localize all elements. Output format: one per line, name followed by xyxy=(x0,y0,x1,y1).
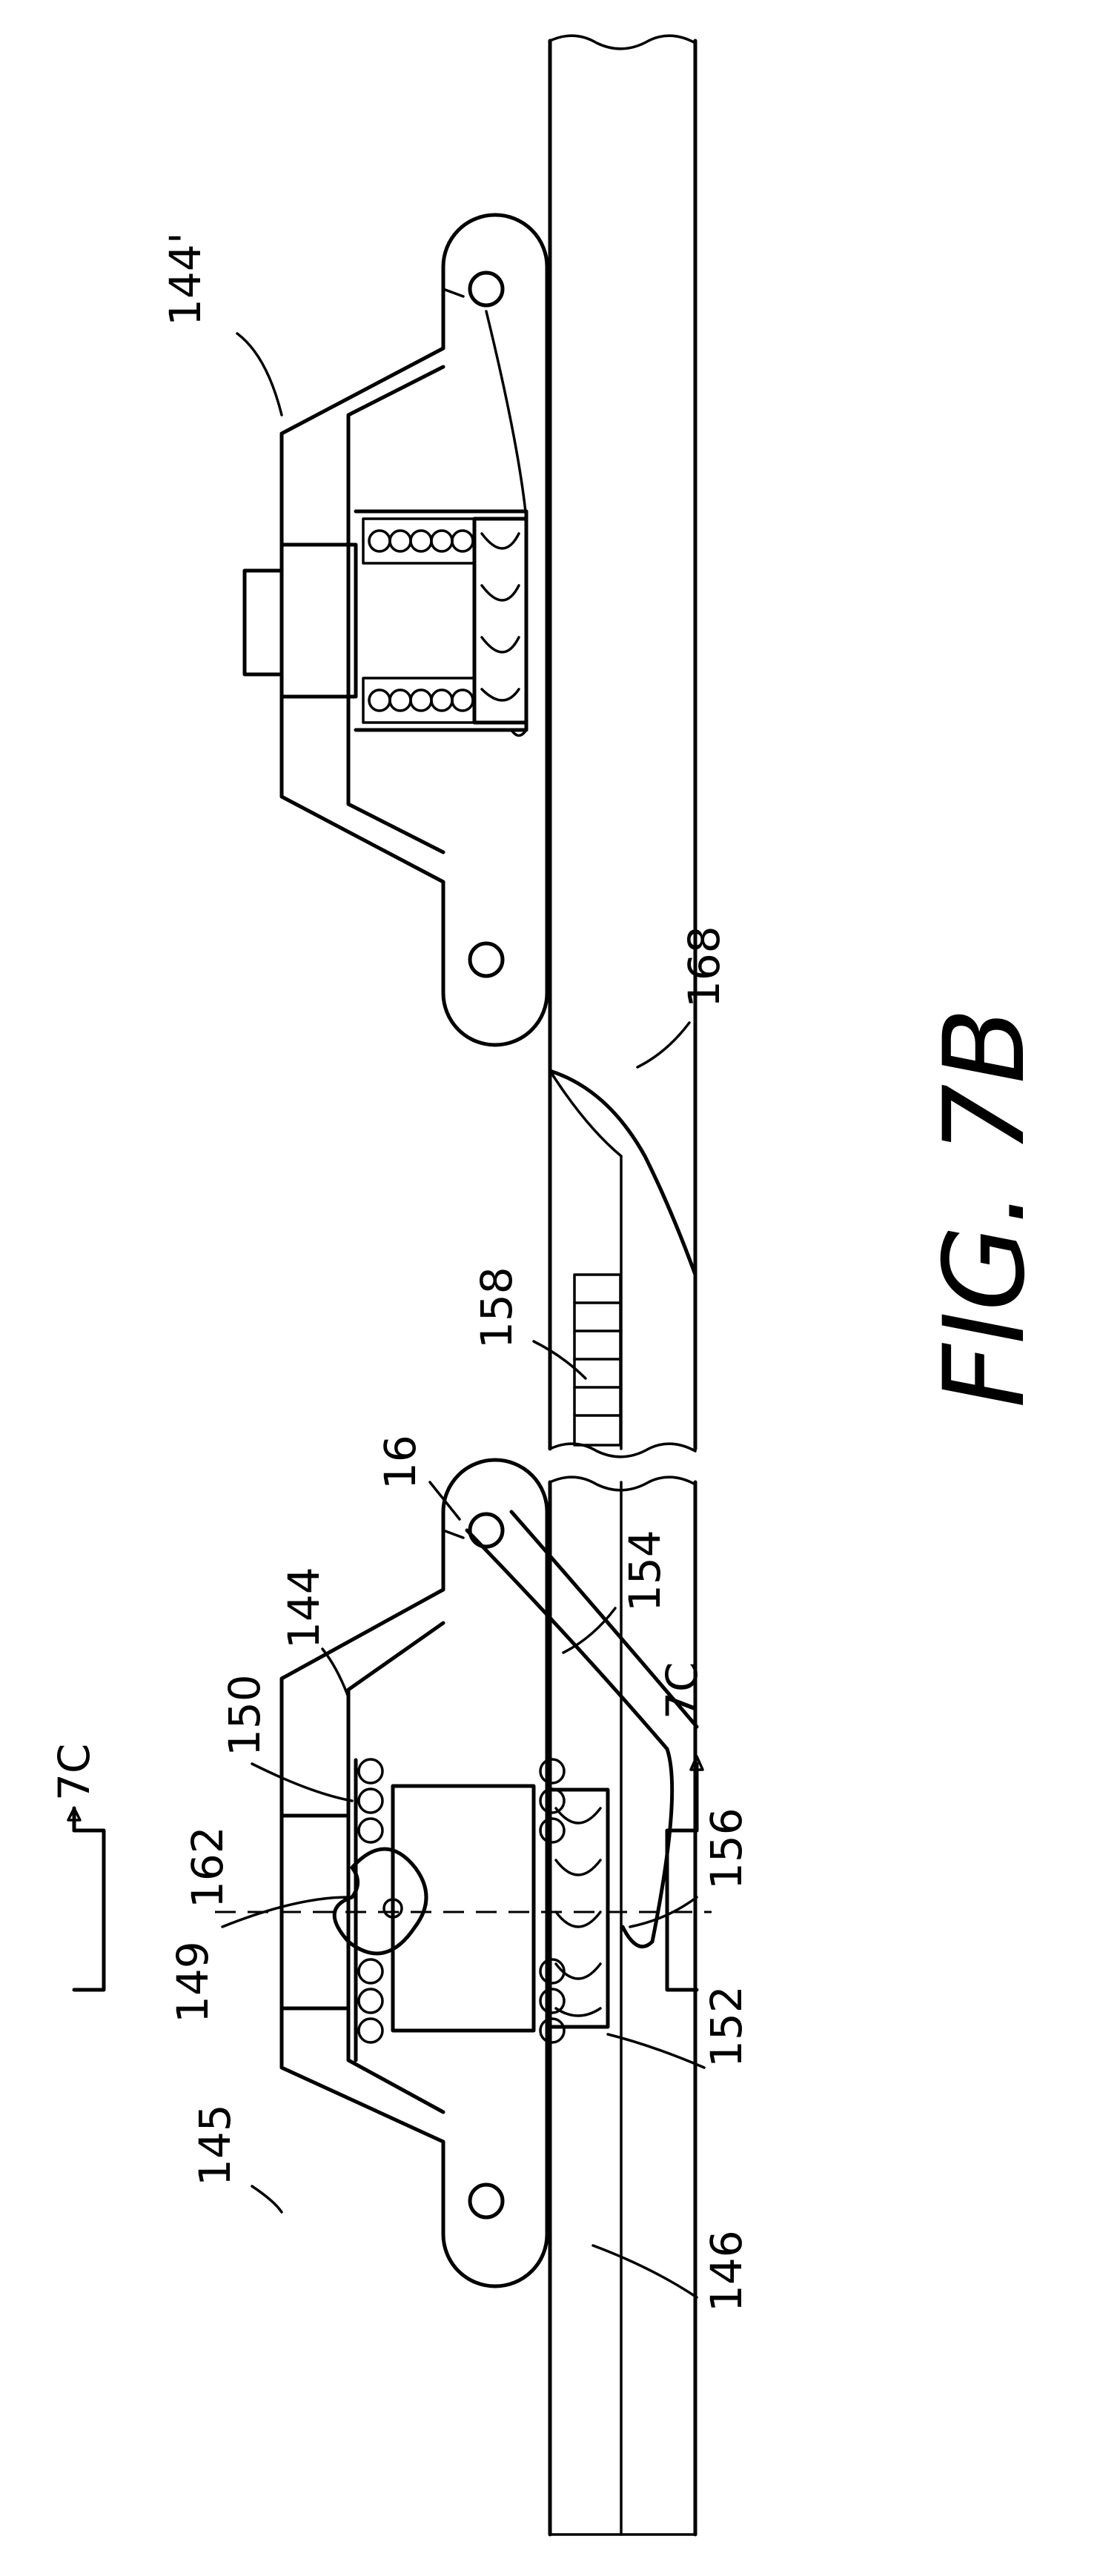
label-144: 144 xyxy=(279,1567,329,1649)
label-168: 168 xyxy=(679,926,729,1008)
label-156: 156 xyxy=(701,1807,752,1890)
rack-teeth-158 xyxy=(574,1275,620,1445)
spring-coils-top xyxy=(369,531,473,551)
label-7c-top: 7C xyxy=(49,1744,99,1801)
carriage-144-prime xyxy=(245,215,547,1045)
reference-labels: 144' 168 158 16 144 154 150 7C 7C 162 15… xyxy=(49,232,752,2312)
label-16: 16 xyxy=(375,1435,425,1490)
label-7c-bottom: 7C xyxy=(657,1662,707,1719)
label-162: 162 xyxy=(182,1826,233,1908)
figure-title: FIG. 7B xyxy=(921,1008,1050,1408)
label-154: 154 xyxy=(620,1530,670,1612)
spring-coils-bottom xyxy=(369,690,473,711)
leader-lines xyxy=(222,333,704,2297)
label-149: 149 xyxy=(168,1941,218,2023)
label-145: 145 xyxy=(190,2104,240,2186)
rail xyxy=(550,36,695,2534)
label-146: 146 xyxy=(701,2230,752,2312)
label-150: 150 xyxy=(219,1674,270,1756)
label-144-prime: 144' xyxy=(160,232,211,326)
label-158: 158 xyxy=(471,1267,522,1349)
label-152: 152 xyxy=(701,1985,752,2068)
